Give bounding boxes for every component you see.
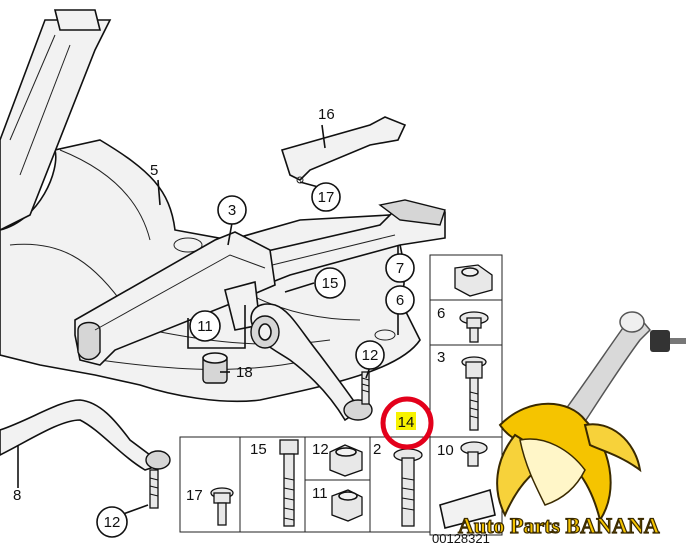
hardware-label-12: 12	[312, 441, 329, 458]
callout-17: 17	[311, 182, 341, 212]
frame-rail	[0, 9, 112, 231]
hardware-panel: 6 3 10 00128321 15 12 11	[179, 254, 503, 546]
callout-8: 8	[13, 487, 21, 504]
callout-label: 3	[228, 202, 236, 219]
callout-3: 3	[217, 195, 247, 225]
diagram-number: 00128321	[432, 531, 490, 546]
hardware-label-2: 10	[437, 442, 454, 459]
callout-label: 8	[13, 487, 21, 504]
callout-12-upper: 12	[355, 340, 385, 370]
callout-label: 7	[396, 260, 404, 277]
hardware-label-10: 2	[373, 441, 381, 458]
hardware-label-6: 6	[437, 305, 445, 322]
callout-label: 16	[318, 106, 335, 123]
callout-12-lower: 12	[96, 506, 128, 538]
callout-label: 11	[197, 318, 213, 335]
control-arm	[250, 303, 373, 422]
watermark-text: Auto Parts BANANA	[458, 513, 660, 538]
watermark: Auto Parts BANANA	[457, 311, 686, 539]
callout-18: 18	[236, 364, 253, 381]
highlight-label: 14	[398, 414, 415, 431]
callout-5: 5	[150, 162, 158, 179]
hardware-label-11: 11	[312, 485, 328, 502]
hardware-label-17: 17	[186, 487, 203, 504]
callout-7: 7	[385, 253, 415, 283]
hardware-label-15: 15	[250, 441, 267, 458]
callout-label: 18	[236, 364, 253, 381]
bushing-18	[202, 352, 228, 384]
lower-arm-8	[0, 399, 171, 509]
callout-label: 12	[362, 347, 379, 364]
hardware-label-3: 3	[437, 349, 445, 366]
callout-label: 6	[396, 292, 404, 309]
callout-label: 5	[150, 162, 158, 179]
callout-16: 16	[318, 106, 335, 123]
callout-6: 6	[385, 285, 415, 315]
highlight-ring	[380, 396, 434, 450]
callout-11: 11	[189, 310, 221, 342]
bracket-16	[280, 116, 407, 184]
callout-label: 12	[104, 514, 121, 531]
callout-label: 15	[322, 275, 339, 292]
callout-15: 15	[314, 267, 346, 299]
callout-label: 17	[318, 189, 335, 206]
highlight-part-14: 14	[380, 396, 434, 450]
highlight-box	[396, 412, 416, 430]
